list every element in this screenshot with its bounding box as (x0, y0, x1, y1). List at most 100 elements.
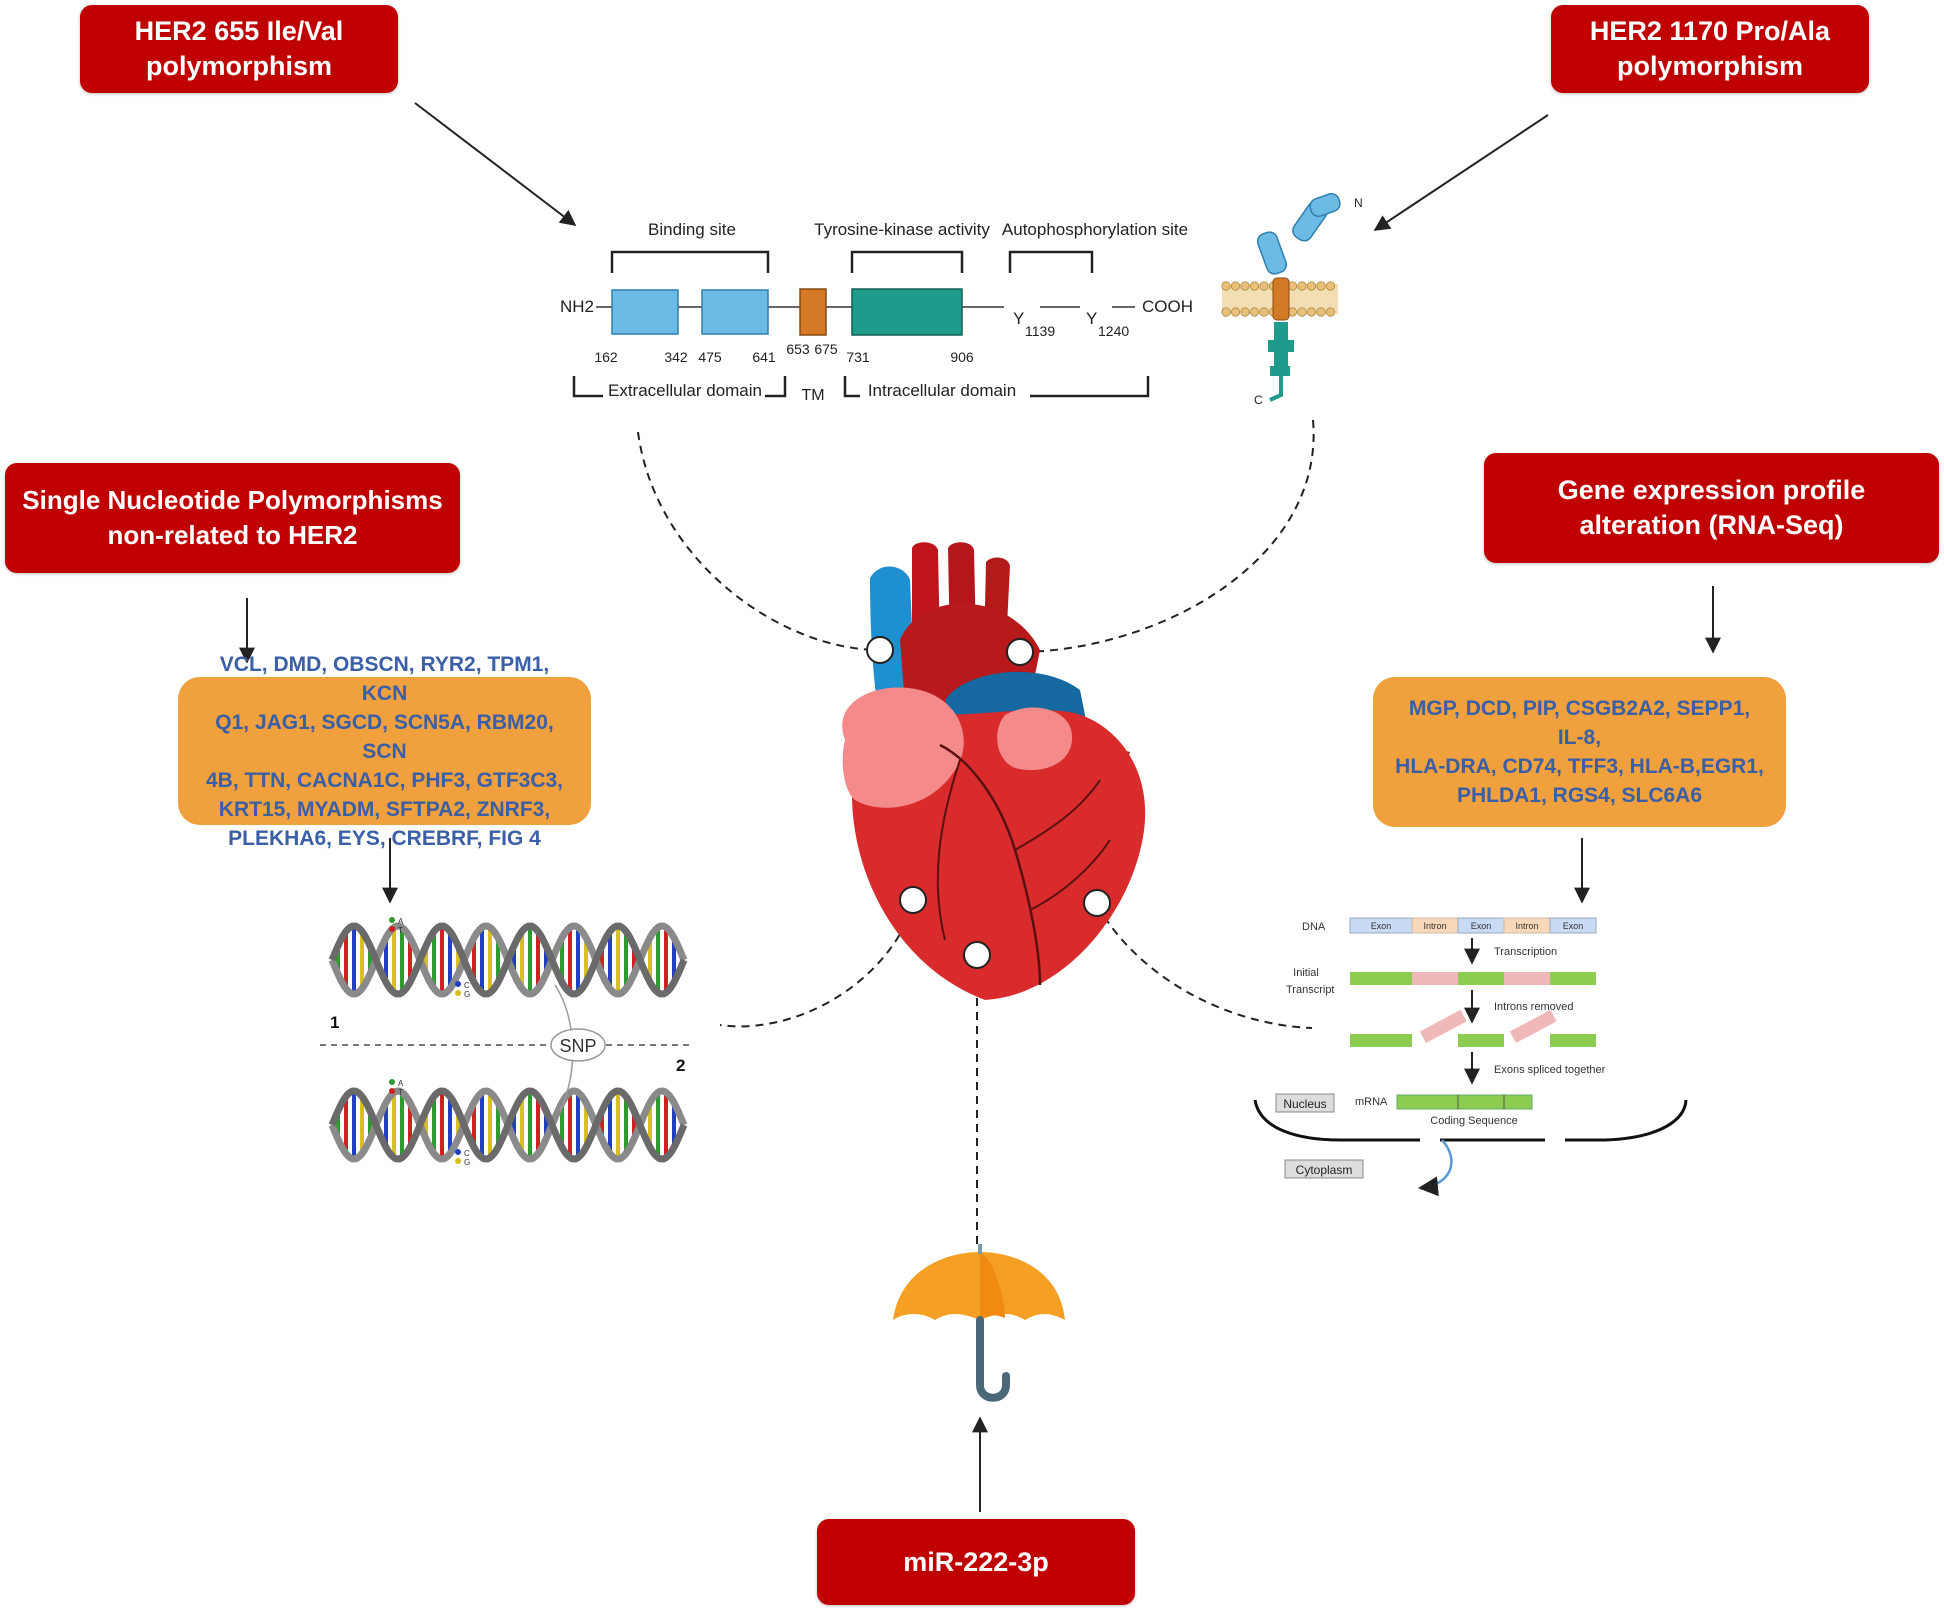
snp-gene-list: VCL, DMD, OBSCN, RYR2, TPM1, KCN Q1, JAG… (178, 653, 591, 850)
svg-text:A: A (398, 917, 404, 926)
receptor-tm-segment (1272, 277, 1290, 321)
introns-removed-label: Introns removed (1494, 1001, 1573, 1013)
cytoplasm-label: Cytoplasm (1296, 1163, 1353, 1177)
extracellular-domain-1 (611, 289, 679, 335)
heart-illustration (842, 542, 1146, 1000)
tk-bracket (850, 250, 964, 273)
rna-splicing-illustration: DNA Exon Intron Exon Intron Exon Transcr… (1253, 917, 1688, 1197)
heart-node-top-right (1006, 638, 1034, 666)
svg-text:C: C (464, 1149, 470, 1158)
heart-coronary-4 (936, 759, 961, 941)
exons-spliced-label: Exons spliced together (1494, 1064, 1606, 1076)
pos-475: 475 (698, 349, 722, 365)
binding-site-bracket (610, 250, 770, 273)
svg-text:A: A (398, 1079, 404, 1088)
her2-1170-box: HER2 1170 Pro/Ala polymorphism (1551, 5, 1869, 93)
svg-text:G: G (464, 1158, 470, 1167)
tm-label: TM (801, 387, 824, 404)
extracellular-bracket (572, 376, 787, 398)
svg-text:T: T (398, 926, 403, 935)
her2-protein-domain-diagram: Binding site Tyrosine-kinase activity Au… (560, 220, 1193, 404)
receptor-c-tail (1269, 376, 1283, 402)
pos-906: 906 (950, 349, 974, 365)
snp-label-2: 2 (676, 1056, 685, 1075)
transmembrane-domain (799, 288, 827, 336)
her2-655-box: HER2 655 Ile/Val polymorphism (80, 5, 398, 93)
dna-intron-2: Intron (1515, 921, 1538, 931)
nh2-label: NH2 (560, 297, 594, 316)
heart-left-atrium (997, 707, 1073, 771)
autophos-bracket (1008, 250, 1094, 273)
y1139-label: Y (1013, 309, 1024, 328)
initial-transcript-label-1: Initial (1293, 967, 1319, 979)
dna-exon-1: Exon (1371, 921, 1392, 931)
base-pair-legend-top: A T C G (389, 917, 470, 999)
svg-text:G: G (464, 990, 470, 999)
pos-342: 342 (664, 349, 688, 365)
intracellular-bracket (843, 376, 1150, 398)
nucleus-box (1275, 1093, 1335, 1113)
dna-exon-2: Exon (1471, 921, 1492, 931)
dashed-connector-rna (1096, 904, 1313, 1029)
tk-activity-label: Tyrosine-kinase activity (814, 220, 990, 239)
dashed-connector-receptor (1021, 419, 1315, 653)
pos-675: 675 (814, 341, 838, 357)
receptor-kinase-2 (1268, 340, 1294, 352)
heart-node-left (899, 886, 927, 914)
mrna-bar (1396, 1094, 1533, 1110)
her2-receptor-membrane-illustration: N C (1221, 192, 1363, 407)
pos-162: 162 (594, 349, 618, 365)
dna-helix-bottom (328, 1087, 688, 1163)
heart-coronary-3 (1029, 839, 1111, 911)
autophos-site-label: Autophosphorylation site (1002, 220, 1188, 239)
transcription-label: Transcription (1494, 946, 1557, 958)
dna-helix-top (328, 922, 688, 998)
export-arrow (1418, 1139, 1453, 1197)
intracellular-label: Intracellular domain (868, 381, 1016, 400)
snp-non-her2-box: Single Nucleotide Polymorphisms non-rela… (5, 463, 460, 573)
nucleus-label: Nucleus (1283, 1097, 1326, 1111)
heart-node-top-left (866, 636, 894, 664)
heart-right-atrium (842, 687, 964, 808)
receptor-n-label: N (1354, 196, 1363, 210)
cytoplasm-box (1284, 1159, 1364, 1179)
initial-transcript-label-2: Transcript (1286, 984, 1335, 996)
mirna-box: miR-222-3p (817, 1519, 1135, 1605)
y1139-sub: 1139 (1025, 323, 1055, 339)
receptor-c-label: C (1254, 393, 1263, 407)
heart-coronary-2 (1014, 779, 1101, 851)
dna-label: DNA (1302, 921, 1326, 933)
pos-641: 641 (752, 349, 776, 365)
pos-653: 653 (786, 341, 810, 357)
umbrella-handle (976, 1316, 1010, 1402)
kinase-domain (851, 288, 963, 336)
cooh-label: COOH (1142, 297, 1193, 316)
dna-snp-illustration: SNP 1 2 A T C G A T C G (320, 917, 690, 1167)
extracellular-label: Extracellular domain (608, 381, 762, 400)
extracellular-domain-2 (701, 289, 769, 335)
mrna-label: mRNA (1355, 1096, 1388, 1108)
svg-text:C: C (464, 981, 470, 990)
heart-node-bottom (963, 941, 991, 969)
umbrella-canopy-shade (980, 1252, 1005, 1320)
dna-segments: Exon Intron Exon Intron Exon (1349, 917, 1597, 934)
arrow-her2-655 (414, 102, 577, 226)
dna-intron-1: Intron (1423, 921, 1446, 931)
base-pair-legend-bottom: A T C G (389, 1079, 470, 1167)
receptor-kinase-1 (1274, 322, 1288, 342)
coding-sequence-label: Coding Sequence (1430, 1115, 1517, 1127)
dashed-connector-protein (637, 431, 881, 651)
rna-gene-list: MGP, DCD, PIP, CSGB2A2, SEPP1, IL-8, HLA… (1373, 677, 1786, 827)
gene-expression-box: Gene expression profile alteration (RNA-… (1484, 453, 1939, 563)
umbrella-icon (893, 1244, 1065, 1402)
dna-exon-3: Exon (1563, 921, 1584, 931)
snp-label: SNP (559, 1036, 596, 1056)
receptor-ecd-3 (1309, 192, 1341, 218)
receptor-ecd-1 (1256, 231, 1288, 275)
snp-label-1: 1 (330, 1013, 339, 1032)
dashed-connector-snp (719, 909, 913, 1028)
binding-site-label: Binding site (648, 220, 736, 239)
y1240-sub: 1240 (1098, 323, 1129, 339)
arrow-her2-1170 (1373, 114, 1549, 231)
